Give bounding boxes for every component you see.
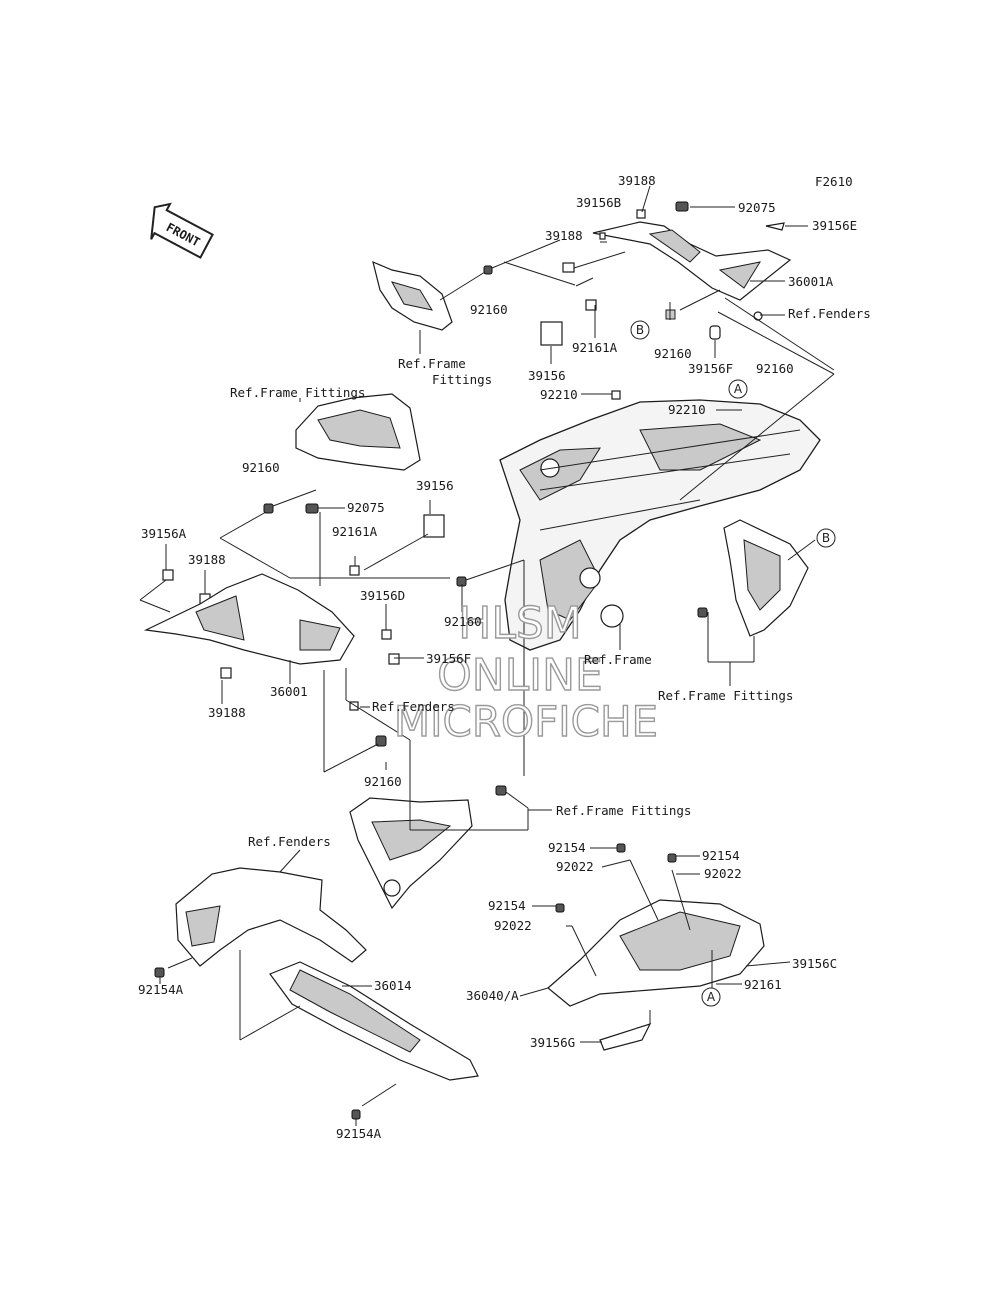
part-label: 92160 bbox=[470, 302, 508, 317]
watermark-line2: ONLINE bbox=[437, 650, 603, 701]
part-label: 36001A bbox=[788, 274, 834, 289]
part-label: 92154A bbox=[336, 1126, 382, 1141]
side-bracket-part bbox=[295, 393, 421, 471]
lower-bracket-part bbox=[349, 797, 473, 910]
callout-b-top: B bbox=[630, 320, 650, 340]
part-label: 92210 bbox=[668, 402, 706, 417]
part-label: Ref.Frame Fittings bbox=[230, 385, 365, 400]
right-small-cover-part bbox=[723, 519, 809, 637]
figure-code: F2610 bbox=[815, 174, 853, 189]
part-label: Ref.Fenders bbox=[788, 306, 871, 321]
tail-fender-part bbox=[175, 867, 367, 967]
part-label: 92160 bbox=[364, 774, 402, 789]
part-label: Ref.Frame Fittings bbox=[658, 688, 793, 703]
part-label: 92022 bbox=[704, 866, 742, 881]
part-label: 92022 bbox=[494, 918, 532, 933]
part-label: 92160 bbox=[654, 346, 692, 361]
part-label: 92160 bbox=[444, 614, 482, 629]
svg-text:A: A bbox=[707, 990, 716, 1004]
svg-text:A: A bbox=[734, 382, 743, 396]
part-label: 36040/A bbox=[466, 988, 519, 1003]
watermark-line1: HLSM bbox=[458, 598, 582, 649]
part-label: 92154 bbox=[702, 848, 740, 863]
seat-cover-right-part bbox=[592, 221, 792, 301]
tail-cover-part bbox=[547, 899, 765, 1051]
part-label: 39156 bbox=[416, 478, 454, 493]
part-label: 92210 bbox=[540, 387, 578, 402]
front-arrow-icon: FRONT bbox=[150, 202, 214, 259]
part-label: 39156C bbox=[792, 956, 837, 971]
callout-a-bottom: A bbox=[701, 987, 721, 1007]
part-label: 39156E bbox=[812, 218, 857, 233]
upper-bracket-part bbox=[372, 260, 453, 331]
part-label: 92075 bbox=[738, 200, 776, 215]
part-label: Fittings bbox=[432, 372, 492, 387]
part-labels: 39188 39156B 92075 39156E 39188 36001A 9… bbox=[138, 173, 871, 1141]
part-label: 92154A bbox=[138, 982, 184, 997]
part-label: 39156 bbox=[528, 368, 566, 383]
part-label: 39188 bbox=[618, 173, 656, 188]
part-label: Ref.Frame Fittings bbox=[556, 803, 691, 818]
part-label: 92161 bbox=[744, 977, 782, 992]
part-label: 39156F bbox=[688, 361, 733, 376]
part-label: 92161A bbox=[332, 524, 378, 539]
part-label: 92022 bbox=[556, 859, 594, 874]
part-label: 92075 bbox=[347, 500, 385, 515]
part-label: 39156D bbox=[360, 588, 405, 603]
part-label: Ref.Frame bbox=[398, 356, 466, 371]
part-label: 92160 bbox=[242, 460, 280, 475]
svg-text:B: B bbox=[822, 531, 830, 545]
svg-text:B: B bbox=[636, 323, 644, 337]
watermark: HLSM ONLINE MICROFICHE bbox=[393, 597, 659, 746]
part-label: 36014 bbox=[374, 978, 412, 993]
chain-cover-part bbox=[269, 961, 479, 1081]
part-label: 39156B bbox=[576, 195, 621, 210]
part-label: 92161A bbox=[572, 340, 618, 355]
main-frame-part bbox=[499, 399, 821, 651]
seat-cover-left-part bbox=[143, 573, 355, 665]
part-label: Ref.Fenders bbox=[248, 834, 331, 849]
part-label: Ref.Frame bbox=[584, 652, 652, 667]
watermark-line3: MICROFICHE bbox=[394, 697, 658, 746]
part-label: Ref.Fenders bbox=[372, 699, 455, 714]
callout-a-top: A bbox=[728, 379, 748, 399]
part-label: 39156G bbox=[530, 1035, 575, 1050]
part-label: 92154 bbox=[548, 840, 586, 855]
part-label: 92154 bbox=[488, 898, 526, 913]
part-label: 39188 bbox=[545, 228, 583, 243]
leader-lines bbox=[139, 185, 835, 1126]
part-label: 39188 bbox=[188, 552, 226, 567]
part-label: 36001 bbox=[270, 684, 308, 699]
part-label: 39156A bbox=[141, 526, 187, 541]
callout-b-right: B bbox=[816, 528, 836, 548]
part-label: 39188 bbox=[208, 705, 246, 720]
part-label: 92160 bbox=[756, 361, 794, 376]
part-label: 39156F bbox=[426, 651, 471, 666]
